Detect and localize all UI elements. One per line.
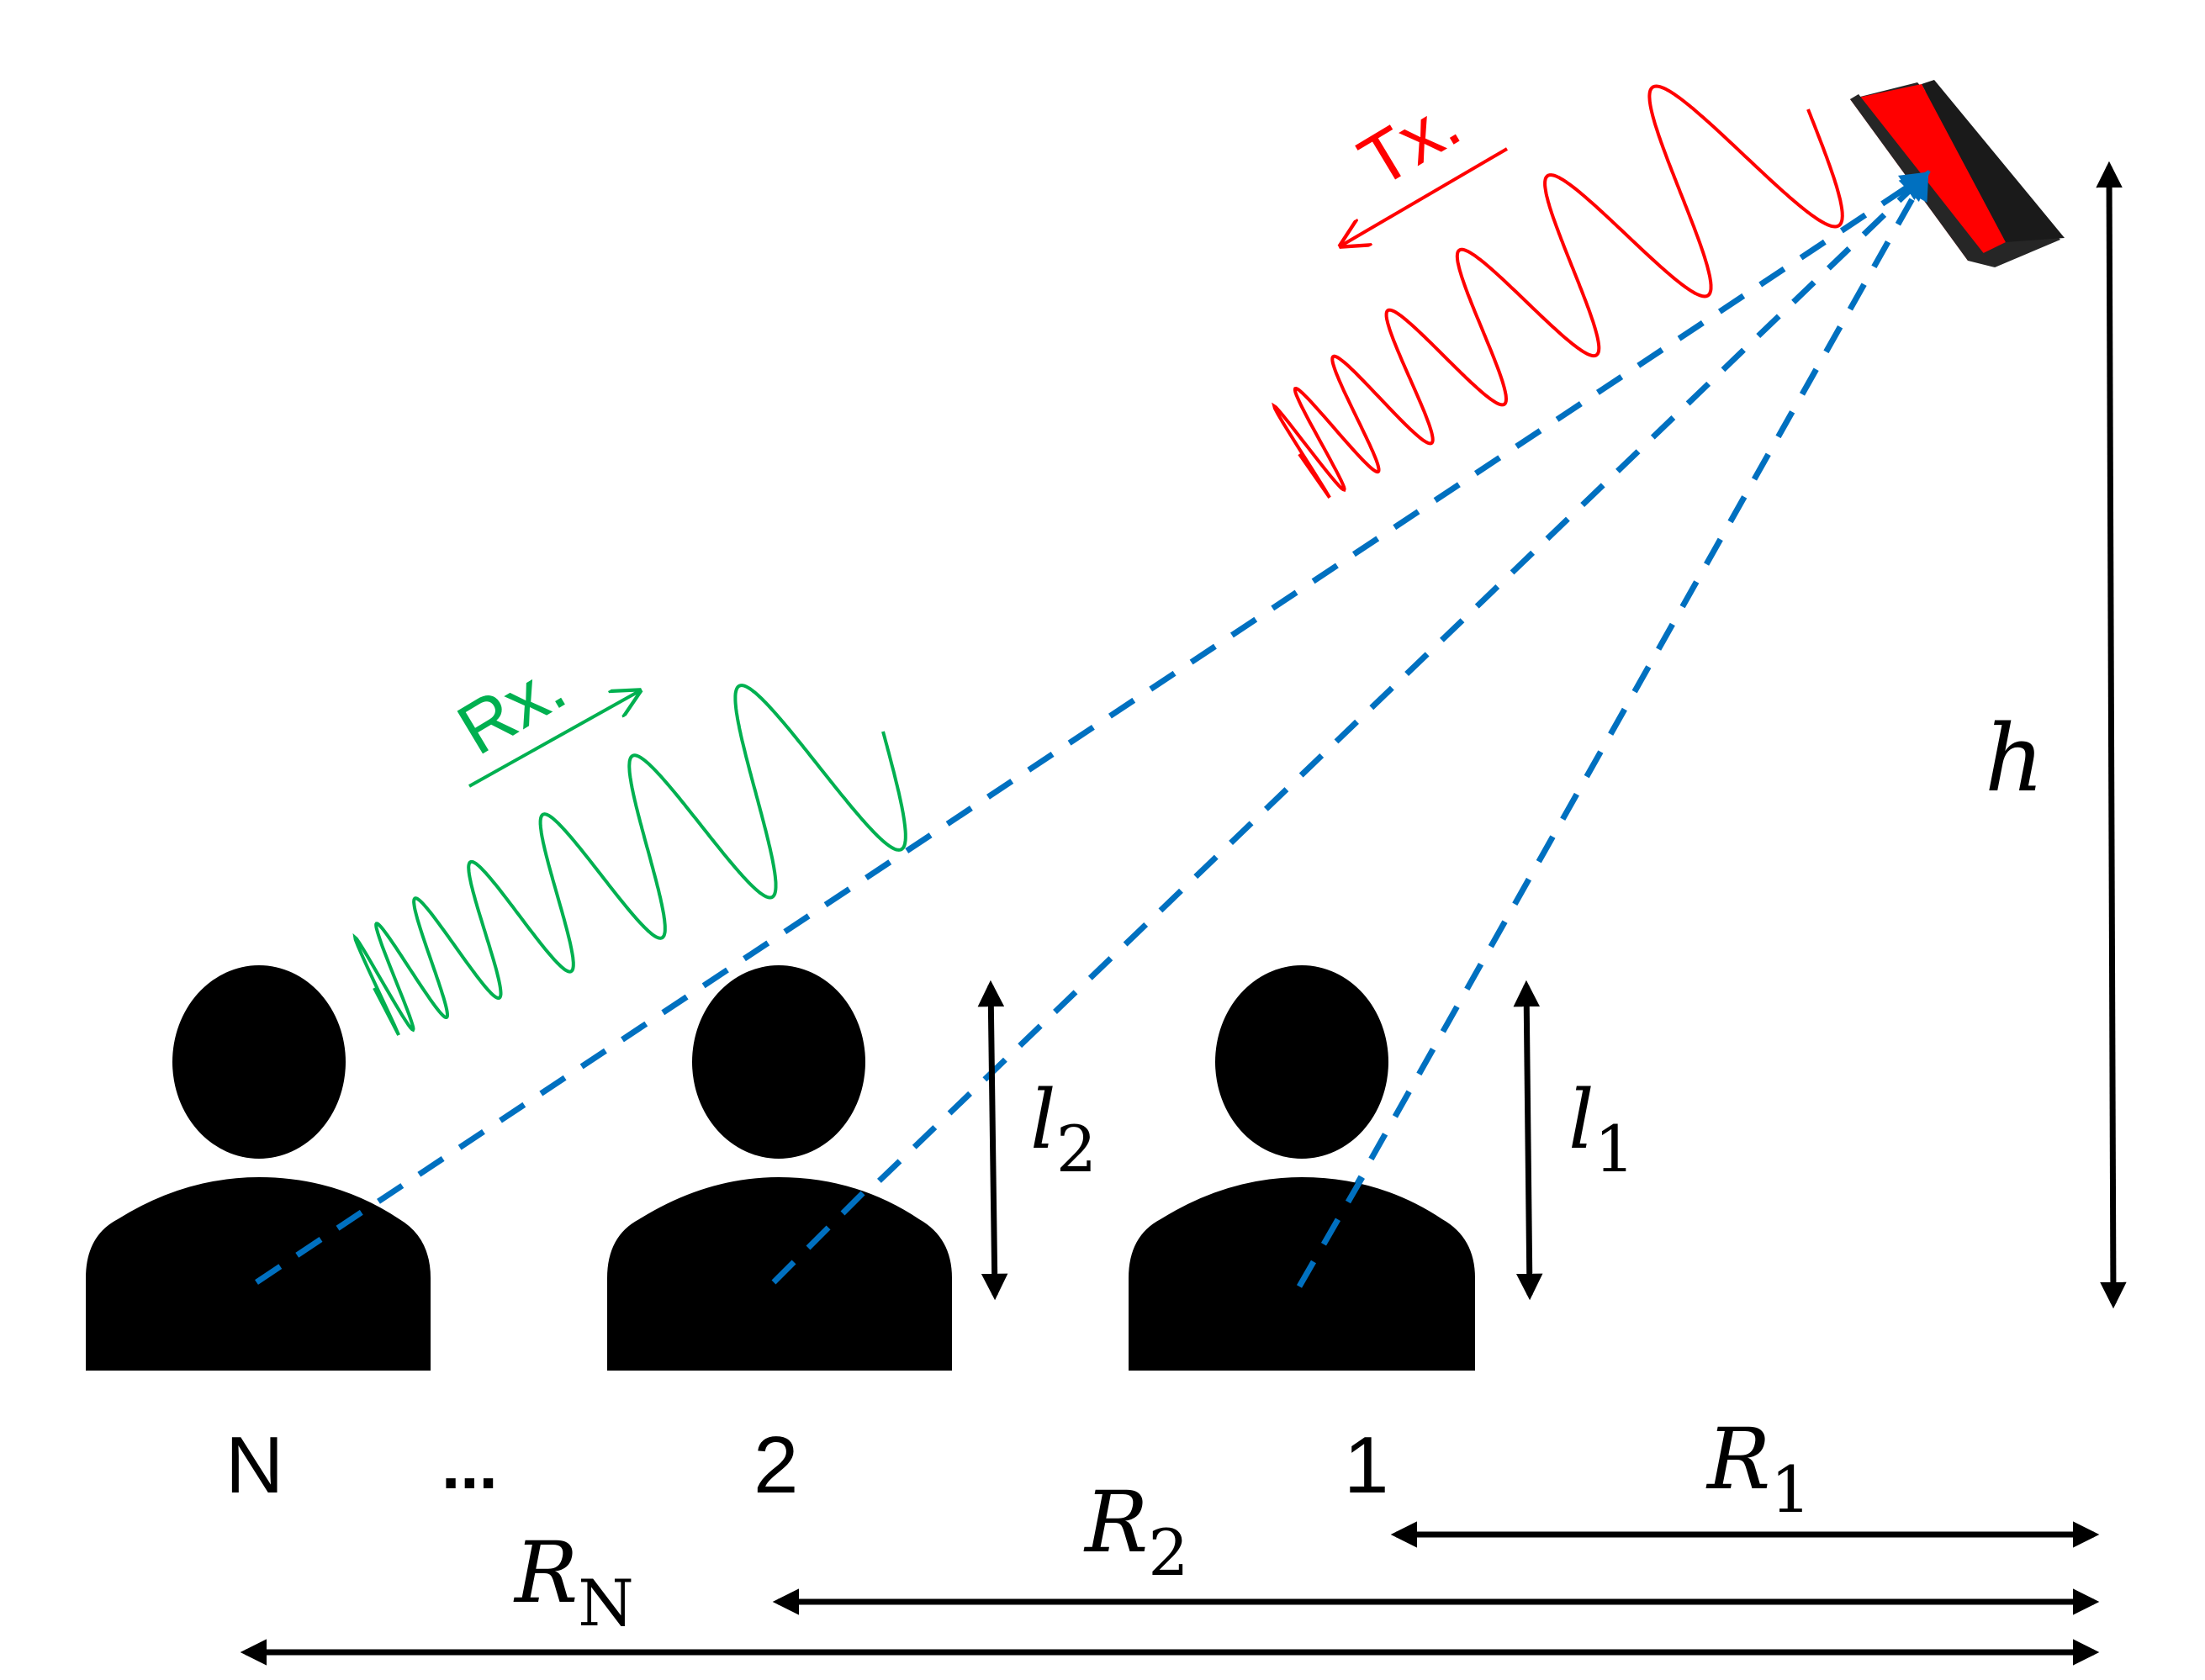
rx-arrow	[468, 691, 639, 788]
path-to-person-2	[771, 171, 1931, 1285]
range-arrows	[240, 1521, 2100, 1666]
propagation-paths	[255, 169, 1931, 1288]
person-n-label: N	[225, 1420, 283, 1510]
person-body	[86, 1177, 431, 1371]
height-arrows	[977, 161, 2127, 1309]
l2-label: l2	[1030, 1073, 1097, 1186]
rn-label: RN	[513, 1524, 634, 1640]
path-to-person-n	[255, 172, 1931, 1285]
tx-arrow	[1341, 147, 1509, 246]
radar-device-icon	[1850, 80, 2065, 267]
person-2	[607, 965, 952, 1371]
person-head	[692, 965, 865, 1159]
tx-chirp-waveform: Tx.	[1272, 82, 1844, 499]
path-segments-over-bodies	[255, 1175, 1366, 1288]
rx-chirp-waveform: Rx.	[352, 646, 907, 1036]
rx-label: Rx.	[444, 646, 579, 771]
person-2-label: 2	[754, 1420, 798, 1510]
r1-label: R1	[1705, 1410, 1811, 1527]
ellipsis-label: ...	[442, 1428, 498, 1503]
l2-arrow	[977, 980, 1008, 1301]
person-1-label: 1	[1344, 1420, 1388, 1510]
person-head	[1215, 965, 1388, 1159]
path-to-person-1	[1296, 169, 1929, 1288]
person-head	[172, 965, 346, 1159]
l1-arrow	[1513, 980, 1543, 1301]
h-arrow	[2096, 161, 2127, 1309]
person-1	[1129, 965, 1475, 1371]
r2-label: R2	[1083, 1473, 1189, 1590]
l1-label: l1	[1568, 1073, 1635, 1186]
person-body	[1129, 1177, 1475, 1371]
tx-label: Tx.	[1346, 82, 1473, 203]
h-label: h	[1985, 705, 2044, 812]
person-n	[86, 965, 431, 1371]
